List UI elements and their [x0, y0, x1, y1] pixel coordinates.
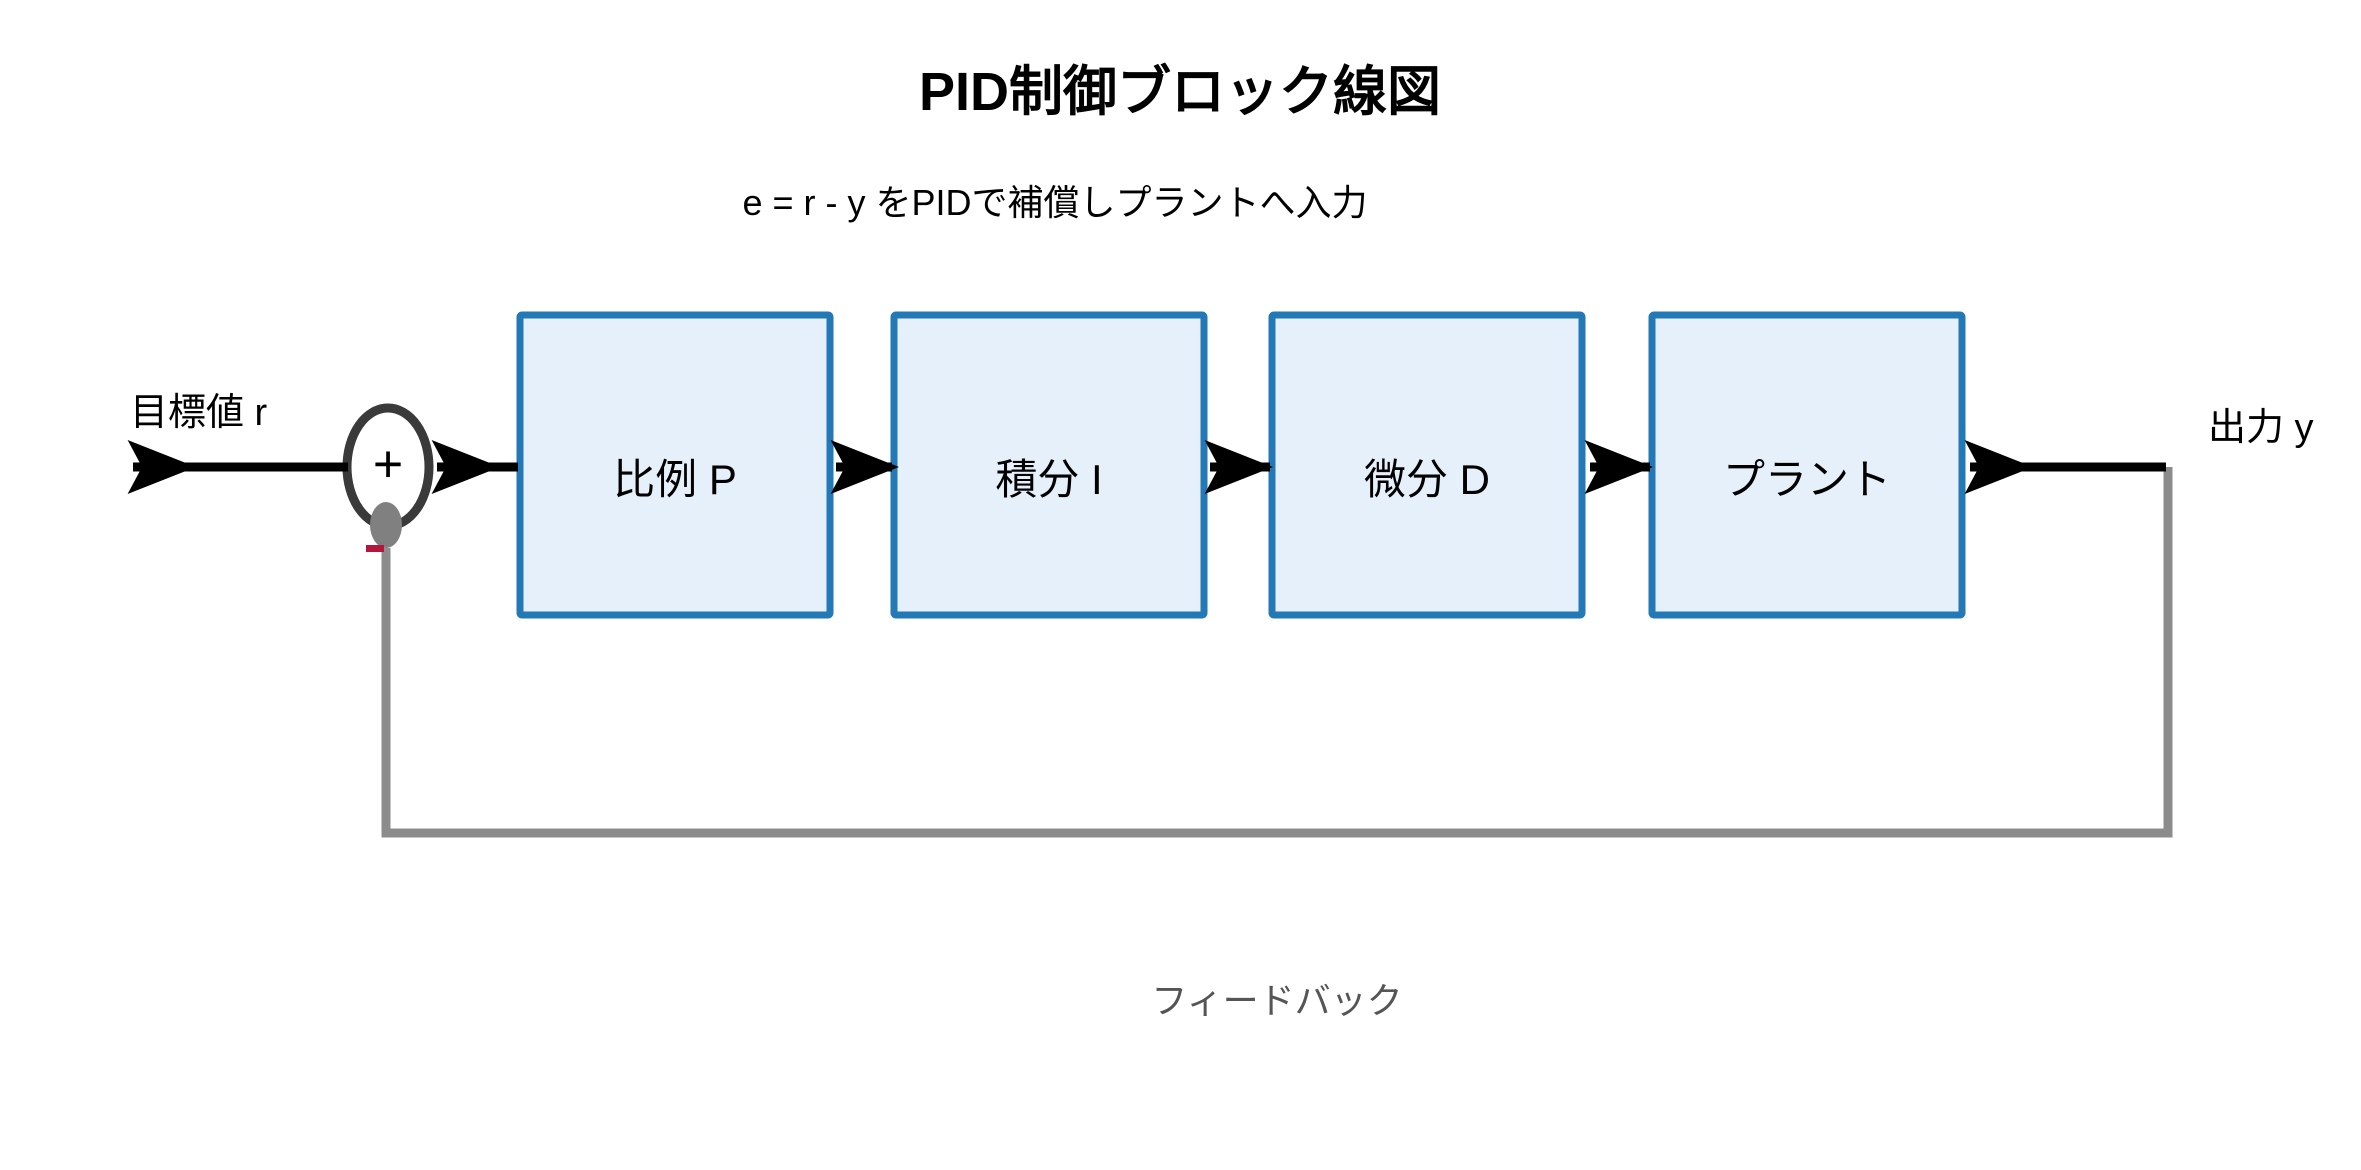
label-feedback: フィードバック — [1151, 980, 1402, 1021]
label-output-y: 出力 y — [2208, 407, 2314, 449]
summing-junction-minus-sign — [366, 545, 384, 552]
block-d[interactable]: 微分 D — [1268, 311, 1586, 619]
summing-junction-plus-sign: + — [373, 436, 403, 494]
label-input-r: 目標値 r — [130, 392, 268, 434]
block-plant[interactable]: プラント — [1648, 311, 1966, 619]
block-i-label: 積分 I — [995, 456, 1102, 503]
block-p-shape[interactable] — [516, 311, 834, 619]
block-plant-label: プラント — [1723, 456, 1891, 503]
feedback-path — [381, 467, 2173, 838]
summing-junction[interactable]: + — [342, 403, 434, 552]
block-p-label: 比例 P — [613, 456, 737, 503]
feedback-arrowhead-blob — [370, 502, 402, 548]
block-d-label: 微分 D — [1364, 456, 1490, 503]
page-subtitle: e = r - y をPIDで補償しプラントへ入力 — [742, 182, 1367, 223]
page-title: PID制御ブロック線図 — [919, 61, 1441, 122]
feedback-line — [381, 467, 2173, 838]
block-p[interactable]: 比例 P — [516, 311, 834, 619]
block-i[interactable]: 積分 I — [890, 311, 1208, 619]
